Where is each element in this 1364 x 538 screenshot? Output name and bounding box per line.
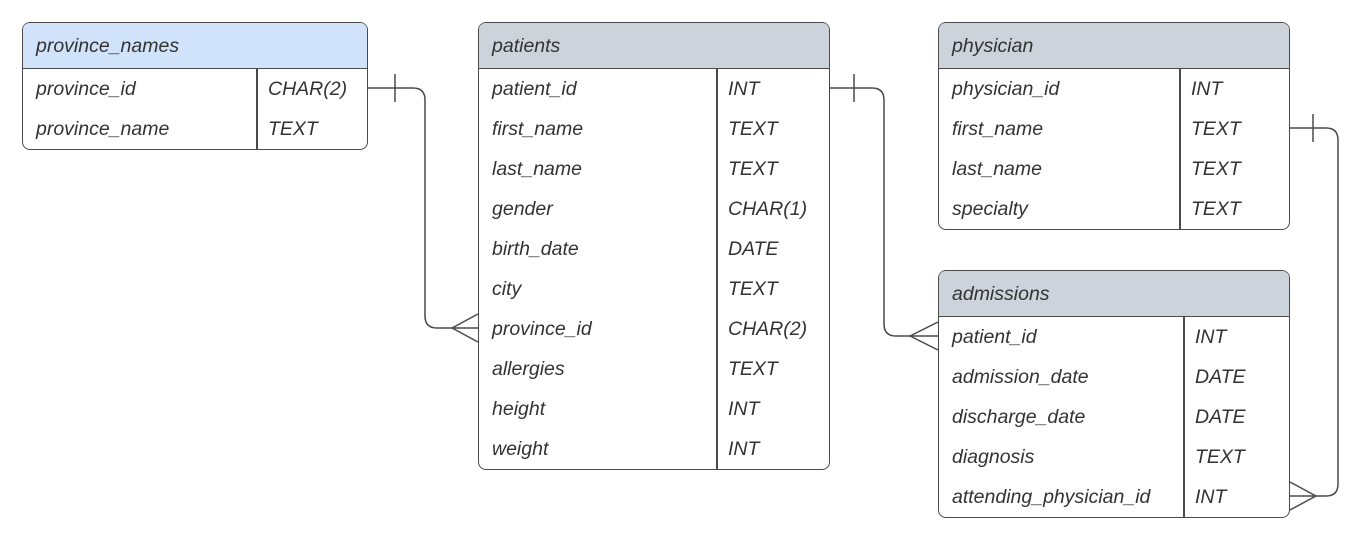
relationship-patients-admissions[interactable]: [830, 74, 939, 351]
entity-table-admissions[interactable]: admissions patient_id INT admission_date…: [938, 270, 1290, 518]
entity-table-patients[interactable]: patients patient_id INT first_name TEXT …: [478, 22, 830, 470]
field-row[interactable]: province_name TEXT: [23, 109, 367, 149]
entity-table-physician[interactable]: physician physician_id INT first_name TE…: [938, 22, 1290, 230]
field-type: TEXT: [728, 278, 778, 300]
relationship-physician-admissions[interactable]: [1289, 114, 1339, 511]
field-type: CHAR(2): [268, 78, 348, 100]
connector-line[interactable]: [830, 87, 910, 337]
field-name: gender: [492, 198, 553, 220]
crow-foot-many-marker: [909, 321, 939, 351]
table-header[interactable]: province_names: [23, 23, 367, 69]
table-body: physician_id INT first_name TEXT last_na…: [939, 69, 1289, 229]
relationship-province-names-patients[interactable]: [368, 74, 479, 343]
field-name: admission_date: [952, 366, 1089, 388]
field-row[interactable]: height INT: [479, 389, 829, 429]
column-divider: [1179, 69, 1181, 229]
table-body: province_id CHAR(2) province_name TEXT: [23, 69, 367, 149]
field-row[interactable]: diagnosis TEXT: [939, 437, 1289, 477]
table-title: admissions: [952, 283, 1050, 305]
field-row[interactable]: allergies TEXT: [479, 349, 829, 389]
field-type: TEXT: [728, 158, 778, 180]
field-row[interactable]: admission_date DATE: [939, 357, 1289, 397]
table-header[interactable]: admissions: [939, 271, 1289, 317]
field-row[interactable]: province_id CHAR(2): [479, 309, 829, 349]
field-row[interactable]: last_name TEXT: [479, 149, 829, 189]
column-divider: [716, 69, 718, 469]
field-row[interactable]: last_name TEXT: [939, 149, 1289, 189]
field-type: INT: [728, 438, 760, 460]
column-divider: [256, 69, 258, 149]
field-name: attending_physician_id: [952, 486, 1151, 508]
field-row[interactable]: patient_id INT: [479, 69, 829, 109]
field-row[interactable]: patient_id INT: [939, 317, 1289, 357]
table-title: province_names: [36, 35, 180, 57]
table-body: patient_id INT first_name TEXT last_name…: [479, 69, 829, 469]
field-type: INT: [728, 398, 760, 420]
field-name: weight: [492, 438, 549, 460]
field-name: height: [492, 398, 546, 420]
field-type: DATE: [1195, 366, 1246, 388]
field-type: CHAR(2): [728, 318, 808, 340]
column-divider: [1183, 317, 1185, 517]
field-row[interactable]: gender CHAR(1): [479, 189, 829, 229]
field-row[interactable]: specialty TEXT: [939, 189, 1289, 229]
field-row[interactable]: discharge_date DATE: [939, 397, 1289, 437]
field-name: patient_id: [952, 326, 1037, 348]
field-type: INT: [1195, 326, 1227, 348]
field-name: diagnosis: [952, 446, 1035, 468]
field-type: INT: [1195, 486, 1227, 508]
connector-line[interactable]: [368, 87, 452, 329]
field-row[interactable]: first_name TEXT: [939, 109, 1289, 149]
crow-foot-many-marker: [1289, 481, 1317, 511]
field-type: DATE: [1195, 406, 1246, 428]
field-type: DATE: [728, 238, 779, 260]
field-row[interactable]: first_name TEXT: [479, 109, 829, 149]
table-title: patients: [492, 35, 561, 57]
field-row[interactable]: physician_id INT: [939, 69, 1289, 109]
connector-line[interactable]: [1290, 127, 1339, 497]
field-type: TEXT: [268, 118, 318, 140]
field-name: province_name: [36, 118, 170, 140]
field-name: allergies: [492, 358, 565, 380]
field-row[interactable]: province_id CHAR(2): [23, 69, 367, 109]
field-type: INT: [1191, 78, 1223, 100]
entity-table-province-names[interactable]: province_names province_id CHAR(2) provi…: [22, 22, 368, 150]
field-type: TEXT: [1195, 446, 1245, 468]
table-header[interactable]: physician: [939, 23, 1289, 69]
field-type: INT: [728, 78, 760, 100]
field-name: specialty: [952, 198, 1028, 220]
field-name: physician_id: [952, 78, 1060, 100]
field-type: TEXT: [728, 358, 778, 380]
field-row[interactable]: attending_physician_id INT: [939, 477, 1289, 517]
field-type: TEXT: [1191, 118, 1241, 140]
field-name: first_name: [492, 118, 584, 140]
table-header[interactable]: patients: [479, 23, 829, 69]
table-title: physician: [952, 35, 1034, 57]
field-name: city: [492, 278, 522, 300]
field-row[interactable]: city TEXT: [479, 269, 829, 309]
field-type: CHAR(1): [728, 198, 808, 220]
field-name: birth_date: [492, 238, 579, 260]
crow-foot-many-marker: [451, 313, 479, 343]
field-name: first_name: [952, 118, 1044, 140]
field-name: province_id: [36, 78, 136, 100]
field-type: TEXT: [1191, 198, 1241, 220]
field-name: province_id: [492, 318, 592, 340]
field-row[interactable]: birth_date DATE: [479, 229, 829, 269]
field-name: patient_id: [492, 78, 577, 100]
field-row[interactable]: weight INT: [479, 429, 829, 469]
field-name: last_name: [952, 158, 1042, 180]
field-type: TEXT: [728, 118, 778, 140]
table-body: patient_id INT admission_date DATE disch…: [939, 317, 1289, 517]
field-type: TEXT: [1191, 158, 1241, 180]
field-name: last_name: [492, 158, 582, 180]
field-name: discharge_date: [952, 406, 1086, 428]
